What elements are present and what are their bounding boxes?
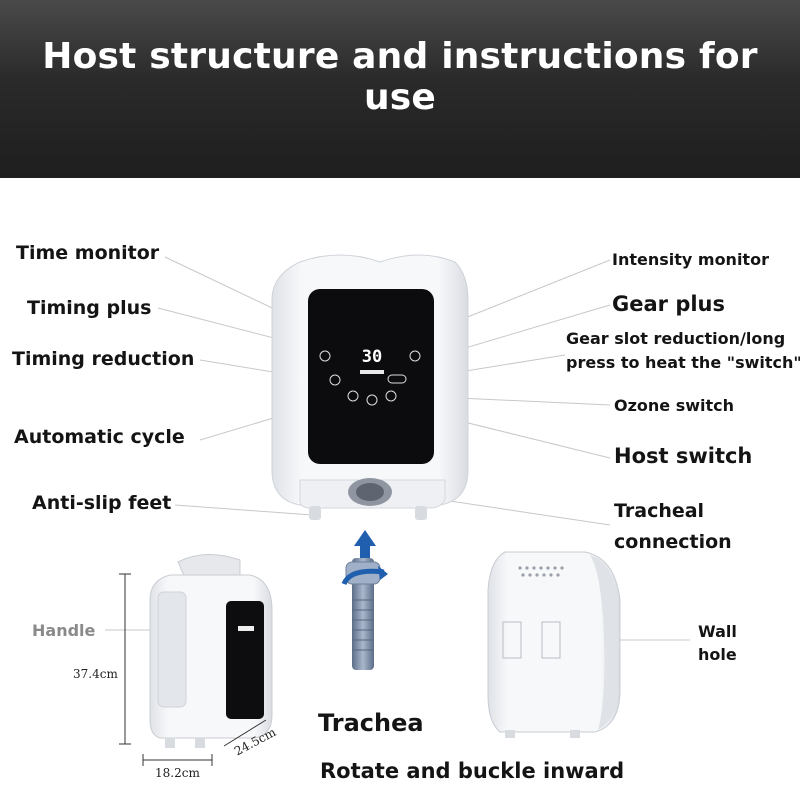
dimension-width: 18.2cm xyxy=(155,766,200,780)
label-timing-plus: Timing plus xyxy=(27,297,152,319)
side-view-device xyxy=(149,553,273,748)
control-panel xyxy=(308,289,434,464)
label-tracheal-line2: connection xyxy=(614,531,732,553)
label-ozone-switch: Ozone switch xyxy=(614,396,735,415)
label-host-switch: Host switch xyxy=(614,444,753,468)
rotate-arrow-icon xyxy=(341,568,385,586)
label-timing-reduction: Timing reduction xyxy=(12,348,195,370)
up-arrow-icon xyxy=(354,530,376,558)
label-gear-plus: Gear plus xyxy=(612,292,725,316)
vent-holes xyxy=(518,566,564,577)
label-gear-slot-line1: Gear slot reduction/long xyxy=(566,329,786,348)
time-display: 30 xyxy=(362,347,382,367)
dimension-lines xyxy=(119,573,267,766)
dimension-height: 37.4cm xyxy=(73,667,118,681)
label-anti-slip-feet: Anti-slip feet xyxy=(32,492,172,514)
label-handle: Handle xyxy=(32,621,96,640)
label-wall-hole-line2: hole xyxy=(698,645,737,664)
label-rotate-buckle: Rotate and buckle inward xyxy=(320,759,625,783)
label-trachea: Trachea xyxy=(318,709,424,737)
label-time-monitor: Time monitor xyxy=(16,242,160,264)
header-banner: Host structure and instructions for use xyxy=(0,0,800,178)
label-intensity-monitor: Intensity monitor xyxy=(612,250,769,269)
page-title: Host structure and instructions for use xyxy=(42,36,758,118)
host-device: 30 xyxy=(271,254,469,520)
label-automatic-cycle: Automatic cycle xyxy=(14,426,185,448)
label-tracheal-line1: Tracheal xyxy=(614,500,705,522)
label-gear-slot-line2: press to heat the "switch" xyxy=(566,353,800,372)
label-wall-hole-line1: Wall xyxy=(698,622,737,641)
back-view-device xyxy=(487,551,621,738)
